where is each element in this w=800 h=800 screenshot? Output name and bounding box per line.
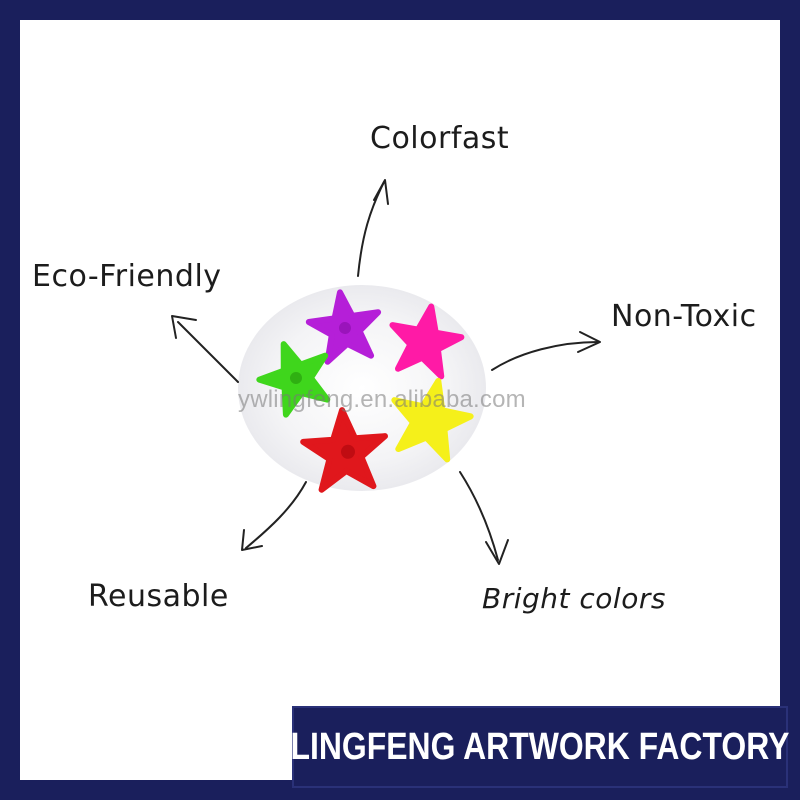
arrow-bright-head-icon (485, 539, 509, 565)
arrow-eco-icon (177, 321, 239, 383)
arrow-reusable-icon (245, 481, 307, 549)
feature-diagram (171, 179, 601, 565)
brand-banner-text: LINGFENG ARTWORK FACTORY (290, 725, 790, 768)
red-star (300, 407, 388, 493)
arrow-colorfast-icon (357, 181, 385, 277)
purple-star (305, 289, 382, 365)
feature-bright-colors: Bright colors (482, 582, 666, 615)
feature-non-toxic: Non-Toxic (611, 299, 757, 334)
arrow-reusable-head-icon (241, 529, 263, 551)
green-star (256, 341, 331, 418)
arrow-bright-icon (459, 471, 499, 561)
pink-star (389, 303, 465, 380)
feature-reusable: Reusable (88, 579, 229, 614)
feature-eco-friendly: Eco-Friendly (32, 259, 222, 294)
arrow-nontoxic-icon (491, 341, 599, 371)
watermark-text: ywlingfeng.en.alibaba.com (238, 386, 526, 413)
arrow-nontoxic-head-icon (577, 331, 601, 353)
arrow-eco-head-icon (171, 315, 197, 339)
product-image-canvas: ywlingfeng.en.alibaba.com Colorfast Eco-… (20, 20, 780, 780)
brand-banner: LINGFENG ARTWORK FACTORY (290, 706, 790, 788)
feature-colorfast: Colorfast (370, 121, 510, 156)
arrow-colorfast-head-icon (373, 179, 389, 205)
yellow-star (391, 377, 474, 463)
